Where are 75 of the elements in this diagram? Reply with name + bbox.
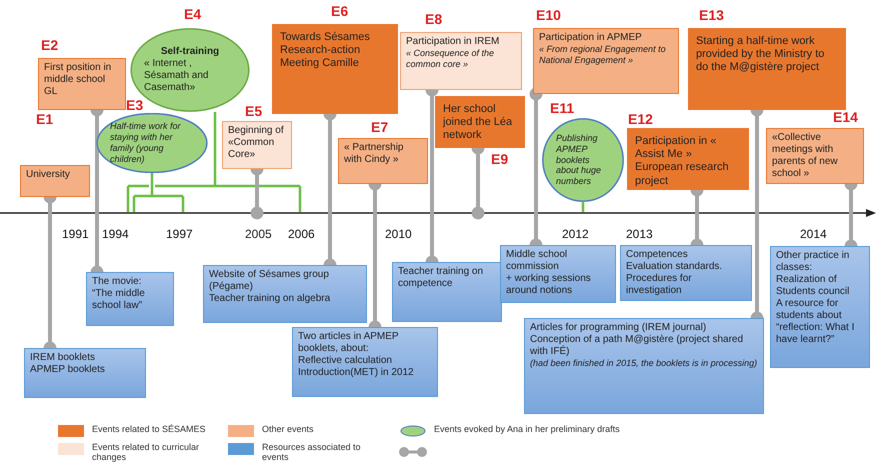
- event-id-label: E7: [371, 119, 388, 136]
- resource-text: + working sessions around notions: [506, 273, 592, 297]
- year-label: 2006: [288, 228, 315, 240]
- resource-box: [620, 245, 752, 301]
- year-label: 1994: [102, 228, 129, 240]
- year-label: 1991: [62, 228, 89, 240]
- resource-box: [86, 272, 174, 326]
- resource-box: [770, 246, 870, 368]
- year-label: 1997: [166, 228, 193, 240]
- resource-text: Reflective calculation: [298, 355, 393, 367]
- event-id-label: E5: [245, 103, 262, 120]
- event-text: Participation in « Assist Me » European research project: [635, 135, 730, 188]
- resource-text: Evaluation standards.: [626, 261, 724, 273]
- event-text: « Partnership with Cindy »: [344, 142, 404, 166]
- event-id-label: E13: [699, 7, 724, 24]
- resource-text: (had been finished in 2015, the booklets is in processing): [530, 358, 758, 369]
- resource-text: APMEP booklets: [30, 364, 106, 376]
- resource-text: “The middle school law”: [92, 288, 146, 312]
- event-id-label: E8: [425, 11, 442, 28]
- resource-text: Other practice in classes:: [776, 250, 850, 274]
- resource-text: The movie:: [92, 276, 142, 288]
- resource-text: IREM booklets: [30, 352, 96, 364]
- resource-text: Middle school commission: [506, 249, 568, 273]
- event-id-label: E1: [36, 111, 54, 128]
- event-id-label: E9: [491, 151, 508, 168]
- event-text: «Collective meetings with parents of new school »: [772, 132, 839, 180]
- event-id-label: E12: [628, 111, 653, 128]
- event-id-label: E10: [536, 7, 561, 24]
- resource-text: Realization of Students council: [776, 274, 850, 298]
- event-text: First position in middle school GL: [44, 62, 112, 98]
- event-text: « Internet , Sésamath and Casemath»: [144, 58, 210, 94]
- resource-box: [24, 348, 146, 398]
- event-text: Participation in IREM: [406, 36, 500, 48]
- event-text: University: [26, 169, 71, 181]
- legend-text: Events evoked by Ana in her preliminary drafts: [434, 424, 621, 434]
- event-text: Towards Sésames Research-action Meeting Camille: [280, 31, 371, 71]
- resource-box: [524, 318, 764, 414]
- resource-box: [203, 265, 367, 323]
- event-id-label: E2: [41, 37, 58, 54]
- event-id-label: E3: [126, 97, 144, 114]
- resource-box: [392, 262, 502, 322]
- event-text: Half-time work for staying with her family (young children): [110, 121, 182, 165]
- legend-text: Other events: [262, 424, 315, 434]
- resource-text: Teacher training on competence: [398, 266, 484, 290]
- year-label: 2013: [626, 228, 653, 240]
- event-text: Starting a half-time work provided by the Ministry to do the M@gistère project: [696, 35, 826, 75]
- resource-text: Teacher training on algebra: [209, 293, 332, 305]
- event-id-label: E11: [550, 100, 574, 117]
- year-label: 2010: [385, 228, 412, 240]
- legend-text: Events related to curricular changes: [92, 442, 200, 463]
- year-label: 2005: [245, 228, 273, 240]
- resource-text: Introduction(MET) in 2012: [298, 367, 415, 379]
- event-text: Her school joined the Léa network: [443, 103, 514, 143]
- resource-box: [292, 327, 438, 397]
- event-text: « From regional Engagement to National Engagement »: [539, 44, 667, 66]
- resource-text: Articles for programming (IREM journal): [530, 322, 708, 334]
- resource-text: Website of Sésames group (Pégame): [209, 269, 330, 293]
- event-id-label: E14: [833, 109, 858, 126]
- legend-text: Resources associated to events: [262, 442, 362, 463]
- event-text: « Consequence of the common core »: [406, 48, 496, 70]
- resource-text: Procedures for investigation: [626, 273, 693, 297]
- resource-text: Competences: [626, 249, 689, 261]
- event-text: Participation in APMEP: [539, 32, 643, 44]
- resource-box: [500, 245, 616, 303]
- resource-text: Two articles in APMEP booklets, about:: [298, 331, 400, 355]
- resource-text: Conception of a path M@gistère (project shared with IFÉ): [530, 334, 744, 358]
- legend-text: Events related to SÉSAMES: [92, 424, 207, 434]
- year-label: 2012: [562, 228, 589, 240]
- resource-text: A resource for students about “reflection: What I have learnt?”: [776, 298, 856, 346]
- event-text: Beginning of «Common Core»: [228, 125, 285, 161]
- year-label: 2014: [800, 228, 827, 240]
- event-id-label: E4: [184, 6, 202, 23]
- event-text: Publishing APMEP booklets about huge numbers: [556, 133, 602, 187]
- event-id-label: E6: [331, 3, 348, 20]
- event-text: Self-training: [160, 46, 220, 58]
